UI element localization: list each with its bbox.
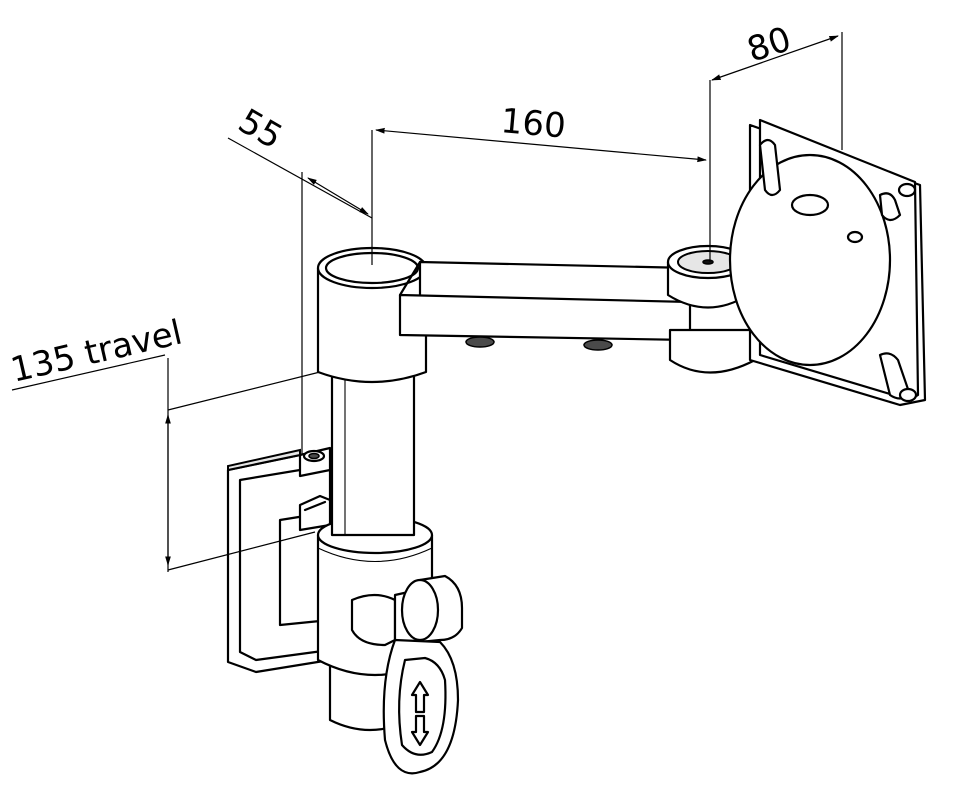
dimension-offset-label: 55 xyxy=(232,101,289,157)
dimension-offset xyxy=(227,137,373,455)
dimension-plate-width xyxy=(711,32,843,150)
dimension-arm-length xyxy=(371,80,711,265)
dimension-arm-length-label: 160 xyxy=(499,101,567,147)
arm-end-pivot xyxy=(666,244,757,374)
dimension-height-travel xyxy=(11,354,321,572)
dimension-plate-width-label: 80 xyxy=(742,19,796,70)
vertical-pole xyxy=(330,368,416,537)
dimension-height-travel-label: 135 travel xyxy=(7,313,186,391)
vesa-plate xyxy=(728,118,927,407)
horizontal-arm xyxy=(398,260,692,351)
wall-plate xyxy=(226,446,332,674)
clamp-lever[interactable] xyxy=(350,574,464,775)
